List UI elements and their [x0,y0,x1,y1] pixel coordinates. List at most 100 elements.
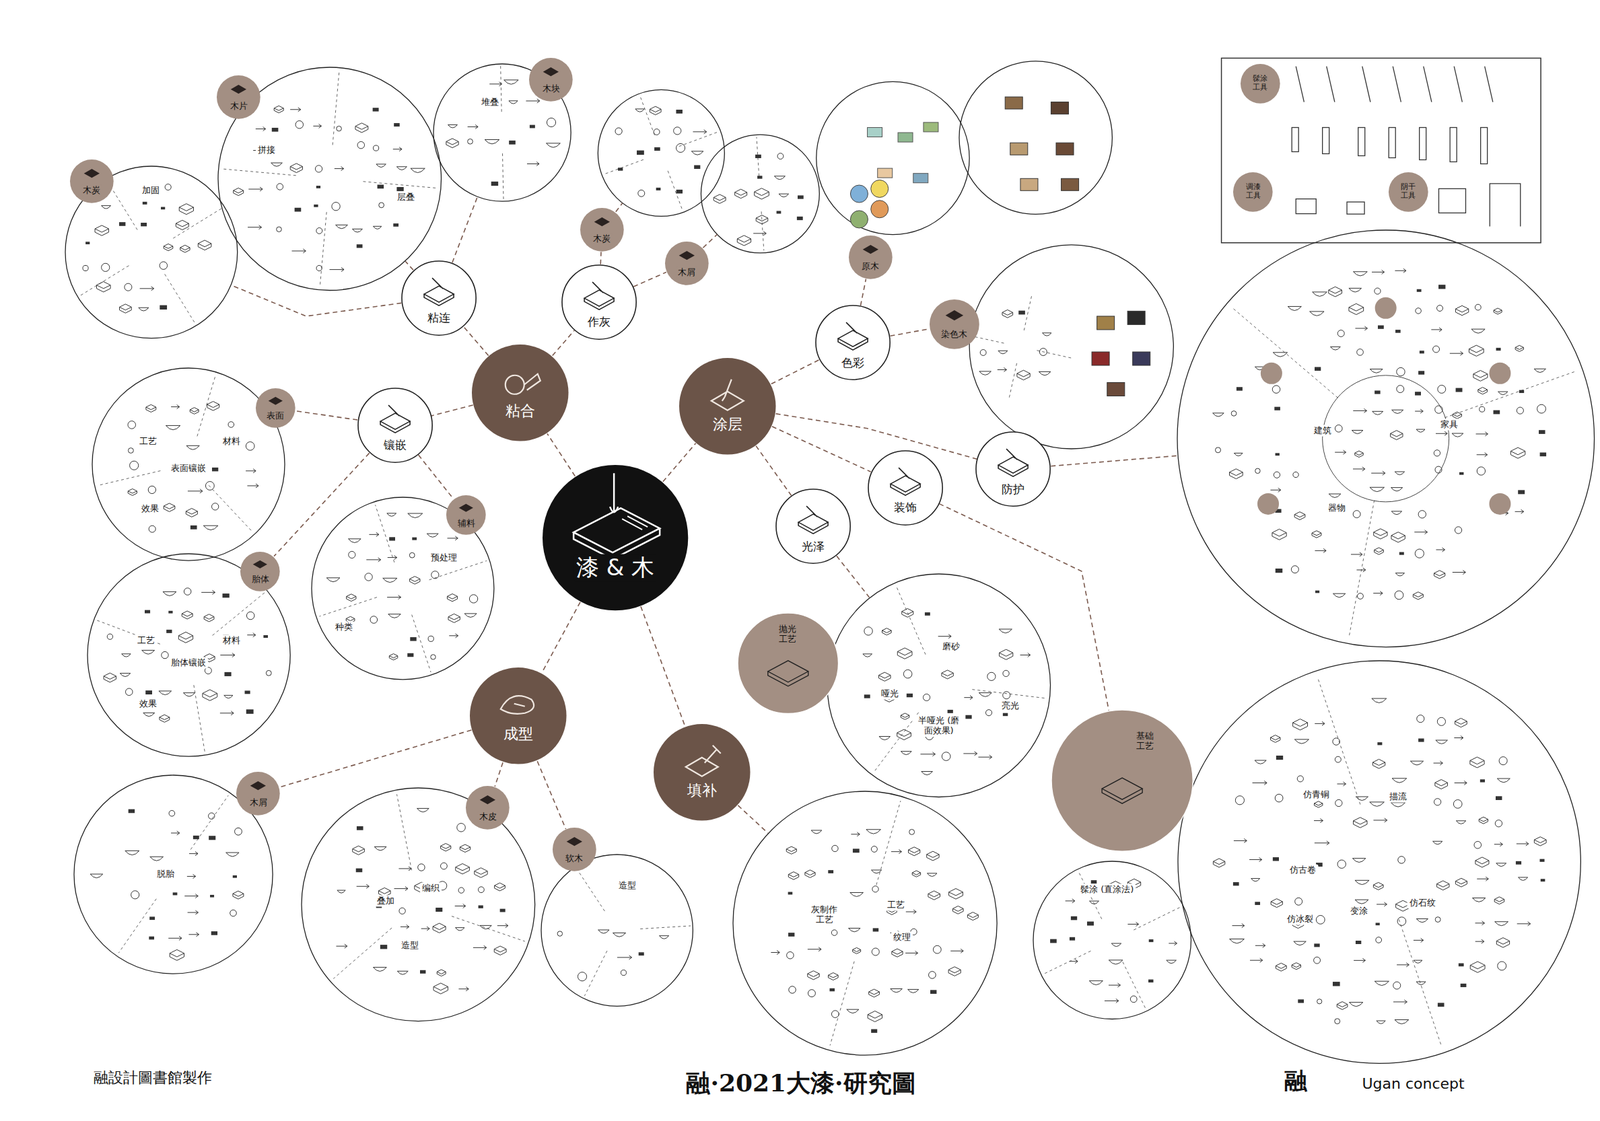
block-sketch [96,282,112,293]
dish-sketch [866,829,882,834]
lacquer-sketch [1458,963,1465,968]
wood-swatch [1056,142,1074,155]
tool-stroke [1423,66,1432,103]
arrow-sketch [458,987,469,992]
bowl-sketch [418,864,425,872]
lacquer-sketch [491,181,499,186]
arrow-sketch [807,947,822,952]
arrow-sketch [1314,841,1330,846]
lacquer-sketch [930,990,937,995]
process-circle-outline [959,61,1112,215]
lacquer-sketch [1419,350,1425,354]
dish-sketch [1369,368,1383,373]
bowl-sketch [336,125,342,132]
block-sketch [1473,370,1488,382]
stained-wood-swatch [1091,352,1110,366]
bowl-sketch [125,688,133,697]
node-label: 叠加 [374,895,397,907]
bowl-sketch [1002,691,1011,700]
block-sketch [446,138,459,149]
lacquer-sketch [1515,861,1522,865]
bowl-sketch [872,886,879,893]
dish-sketch [1518,877,1528,882]
bowl-sketch [331,202,340,211]
material-badge: 软木 [551,827,598,873]
bowl-sketch [370,616,378,624]
node-label: 基础 工艺 [1132,731,1158,753]
dish-sketch [1433,841,1443,845]
arrow-sketch [248,187,263,192]
block-sketch [1390,430,1403,441]
dish-sketch [138,307,149,311]
bowl-sketch [1494,820,1502,828]
lacquer-sketch [407,653,414,658]
lacquer-sketch [1460,984,1467,988]
circle-fill [469,667,567,765]
arrow-sketch [497,924,509,929]
dish-sketch [598,930,610,934]
bowl-sketch [1398,856,1406,865]
circle-outline [732,790,998,1057]
block-sketch [912,871,921,878]
node-label: 木屑 [247,797,270,810]
block-sketch [1354,450,1364,458]
material-icon [479,795,496,805]
arrow-sketch [187,874,196,879]
dish-sketch [1416,918,1428,923]
arrow-sketch [400,924,410,929]
dish-sketch [271,162,283,167]
lacquer-sketch [1355,941,1362,945]
dish-sketch [1353,271,1368,276]
lacquer-sketch [224,672,231,677]
tool-stroke [1295,199,1316,215]
node-label: 填补 [685,781,719,800]
lacquer-sketch [788,932,795,937]
bowl-sketch [409,552,415,559]
process-circle: 灰制作 工艺工艺纹理 [732,790,998,1057]
node-label: 涂层 [710,415,745,434]
circle-outline [445,494,487,536]
circle-fill [815,305,890,380]
block-sketch [1314,801,1323,808]
badge-dot [1260,362,1283,385]
dish-sketch [226,852,239,857]
node-label: 拼接 [255,144,278,156]
wood-swatch [1061,178,1080,191]
block-sketch [127,488,137,496]
bowl-sketch [458,887,464,894]
section-divider [333,928,392,980]
category-circle: 粘合 [471,343,570,443]
dish-sketch [659,936,670,940]
dashed-connector [776,413,978,460]
circle-fill [1240,63,1281,104]
lacquer-sketch [1377,742,1382,746]
wood-swatch [1020,178,1038,191]
dashed-connector [541,602,581,674]
lacquer-sketch [1540,859,1545,863]
lacquer-sketch [142,201,148,205]
block-sketch [1515,345,1524,352]
section-divider [896,586,926,655]
bowl-sketch [980,350,987,357]
dish-sketch [479,925,492,929]
block-sketch [1294,512,1306,521]
node-label: 描流 [1387,790,1409,803]
process-sketches [862,586,1047,776]
arrow-sketch [220,711,234,716]
wood-swatch [1010,142,1028,155]
lacquer-sketch [212,467,219,472]
arrow-sketch [950,949,964,954]
bowl-sketch [1394,590,1404,600]
block-sketch [290,163,303,173]
dashed-connector [938,504,1109,711]
block-sketch [1275,963,1287,972]
arrow-sketch [1393,1000,1407,1005]
arrow-sketch [368,532,379,537]
block-sketch [1494,897,1505,905]
bowl-sketch [1433,345,1440,353]
dashed-connector [890,329,930,336]
process-sketches [98,374,259,533]
dashed-connector [737,805,768,834]
block-sketch [1311,531,1322,538]
bowl-sketch [1414,549,1424,559]
